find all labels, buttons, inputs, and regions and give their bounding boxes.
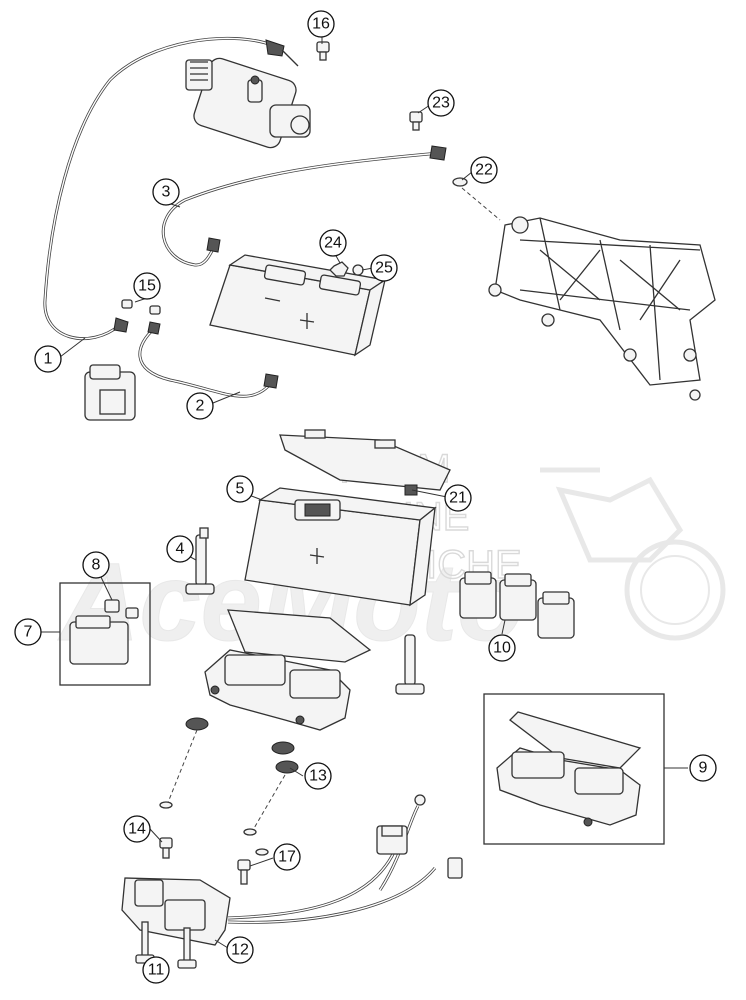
wiring-harness [227,794,463,924]
screws-17 [237,859,251,885]
callout-label: 25 [375,260,393,277]
callout-label: 14 [128,821,146,838]
callouts: 1 2 3 4 5 7 8 9 10 11 12 13 14 15 16 17 … [14,10,717,984]
callout-4[interactable]: 4 [166,535,194,563]
callout-label: 3 [162,184,171,201]
callout-17[interactable]: 17 [273,843,301,871]
callout-7[interactable]: 7 [14,618,42,646]
bolt-4-right [395,634,425,695]
washer-22 [452,177,468,187]
cable-3 [161,145,447,267]
callout-label: 10 [493,640,511,657]
callout-2[interactable]: 2 [186,392,214,420]
callout-label: 16 [312,16,330,33]
callout-label: 2 [196,398,205,415]
cable-1 [43,36,299,341]
callout-label: 11 [148,962,165,979]
screws-14 [159,801,269,859]
screws-15 [121,299,161,315]
callout-label: 17 [278,849,296,866]
nut-24 [329,261,349,277]
callout-12[interactable]: 12 [226,936,254,964]
callout-15[interactable]: 15 [133,272,161,300]
cable-2 [138,321,279,398]
callout-3[interactable]: 3 [152,178,180,206]
callout-label: 22 [475,162,493,179]
callout-1[interactable]: 1 [34,345,62,373]
battery-lower [244,487,437,607]
callout-label: 24 [324,235,342,252]
callout-9[interactable]: 9 [689,754,717,782]
battery-upper [209,254,387,357]
kit-box-7 [59,582,151,686]
battery-cover [279,429,451,491]
callout-label: 12 [231,942,249,959]
battery-pad [227,609,372,663]
callout-label: 8 [92,557,101,574]
motorcycle-watermark-icon [540,467,726,641]
callout-13[interactable]: 13 [304,762,332,790]
frame [488,216,716,401]
bolt-23 [409,111,423,131]
starter-relay [84,364,136,421]
callout-label: 13 [309,768,327,785]
callout-5[interactable]: 5 [226,475,254,503]
callout-label: 7 [24,624,33,641]
control-unit-12 [121,877,231,946]
starter-motor [185,57,311,149]
callout-11[interactable]: 11 [142,956,170,984]
callout-label: 15 [138,278,156,295]
callout-8[interactable]: 8 [82,551,110,579]
fuse-21 [404,484,418,496]
callout-24[interactable]: 24 [319,229,347,257]
callout-label: 5 [236,481,245,498]
washer-25 [352,264,364,276]
callout-16[interactable]: 16 [307,10,335,38]
callout-label: 21 [449,490,467,507]
callout-label: 9 [699,760,708,777]
callout-25[interactable]: 25 [370,254,398,282]
battery-tray [204,649,351,731]
callout-label: 1 [44,351,53,368]
callout-22[interactable]: 22 [470,156,498,184]
screw-16 [316,41,330,61]
kit-box-9 [483,693,665,845]
bolt-4-left [185,527,215,595]
callout-23[interactable]: 23 [427,89,455,117]
grommets-13 [185,717,299,774]
relays-10 [459,571,575,639]
callout-label: 23 [432,95,450,112]
callout-label: 4 [176,541,185,558]
callout-14[interactable]: 14 [123,815,151,843]
callout-10[interactable]: 10 [488,634,516,662]
callout-21[interactable]: 21 [444,484,472,512]
